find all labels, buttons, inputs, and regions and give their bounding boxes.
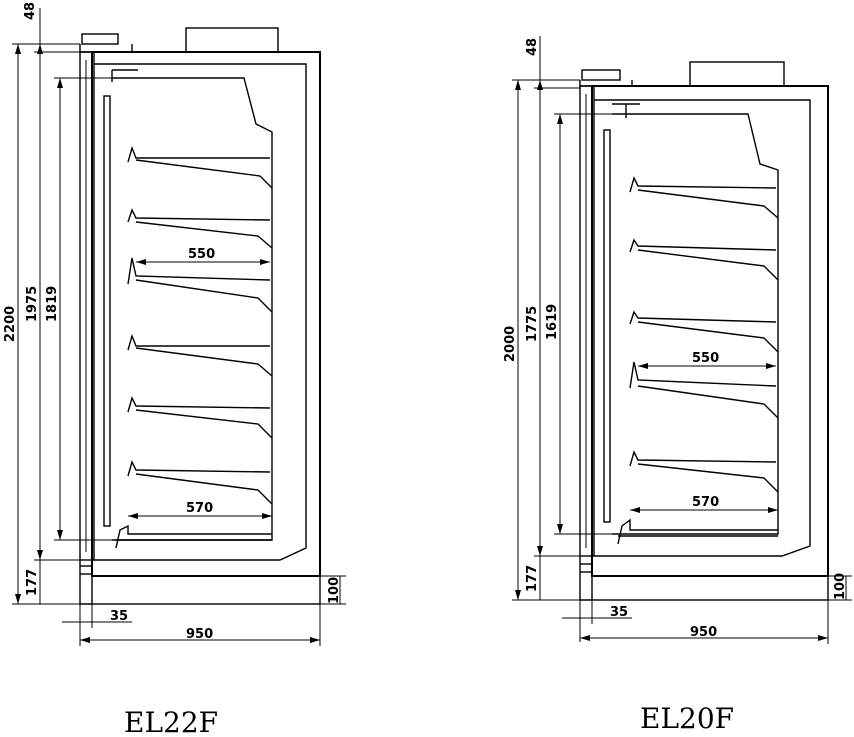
bottom-deck <box>115 524 272 549</box>
shelf <box>127 208 273 249</box>
dim-total-height: 2000 <box>503 326 518 362</box>
shelf <box>629 450 779 493</box>
top-bracket <box>581 69 621 81</box>
shelves <box>617 176 779 545</box>
dim-bottom-depth: 570 <box>692 495 719 510</box>
dim-total-height: 2200 <box>3 306 18 342</box>
unit-el20f: 48 2000 1775 1619 177 100 550 570 35 950… <box>503 36 852 735</box>
dim-plinth: 100 <box>327 577 342 604</box>
shelves <box>115 145 273 549</box>
top-bracket <box>81 33 119 45</box>
door-handle <box>103 95 111 527</box>
dim-base: 177 <box>25 569 40 596</box>
unit-el22f: 48 2200 1975 1819 177 100 550 570 35 950… <box>3 2 346 737</box>
dim-shelf-depth: 550 <box>692 351 719 366</box>
glass-door <box>579 85 595 557</box>
dim-shelf-depth: 550 <box>188 247 215 262</box>
glass-door <box>79 51 95 561</box>
cabinet-outer <box>91 51 321 577</box>
dim-base: 177 <box>525 565 540 592</box>
dim-top: 48 <box>23 2 38 20</box>
dim-top: 48 <box>525 38 540 56</box>
dimension-lines <box>512 36 852 644</box>
top-compressor-box <box>689 61 785 87</box>
shelf <box>629 361 779 419</box>
dim-door: 35 <box>110 609 128 624</box>
cabinet-inner-wall <box>594 99 811 557</box>
dim-bottom-depth: 570 <box>186 501 213 516</box>
dim-plinth: 100 <box>833 573 848 600</box>
plinth <box>591 575 829 601</box>
plinth <box>91 575 321 605</box>
cabinet-inner-wall <box>94 63 307 561</box>
model-label: EL20F <box>640 702 734 735</box>
shelf <box>629 310 779 353</box>
shelf <box>127 257 273 313</box>
cabinet-liner <box>612 113 779 535</box>
top-bracket-lower <box>79 44 133 53</box>
shelf <box>127 333 273 377</box>
dim-width: 950 <box>690 625 717 640</box>
shelf <box>629 238 779 281</box>
dim-width: 950 <box>186 627 213 642</box>
dim-inner-height: 1819 <box>45 286 60 322</box>
dimension-lines <box>12 8 346 646</box>
dim-inner-height: 1619 <box>545 304 560 340</box>
top-compressor-box <box>185 27 279 53</box>
shelf <box>629 176 779 219</box>
model-label: EL22F <box>124 706 218 737</box>
shelf <box>127 460 273 505</box>
dim-door: 35 <box>610 605 628 620</box>
shelf <box>127 396 273 439</box>
bottom-deck <box>617 518 778 545</box>
dim-height-1975: 1975 <box>25 286 40 322</box>
dim-height-1775: 1775 <box>525 306 540 342</box>
shelf <box>127 145 273 189</box>
door-handle <box>603 129 611 523</box>
